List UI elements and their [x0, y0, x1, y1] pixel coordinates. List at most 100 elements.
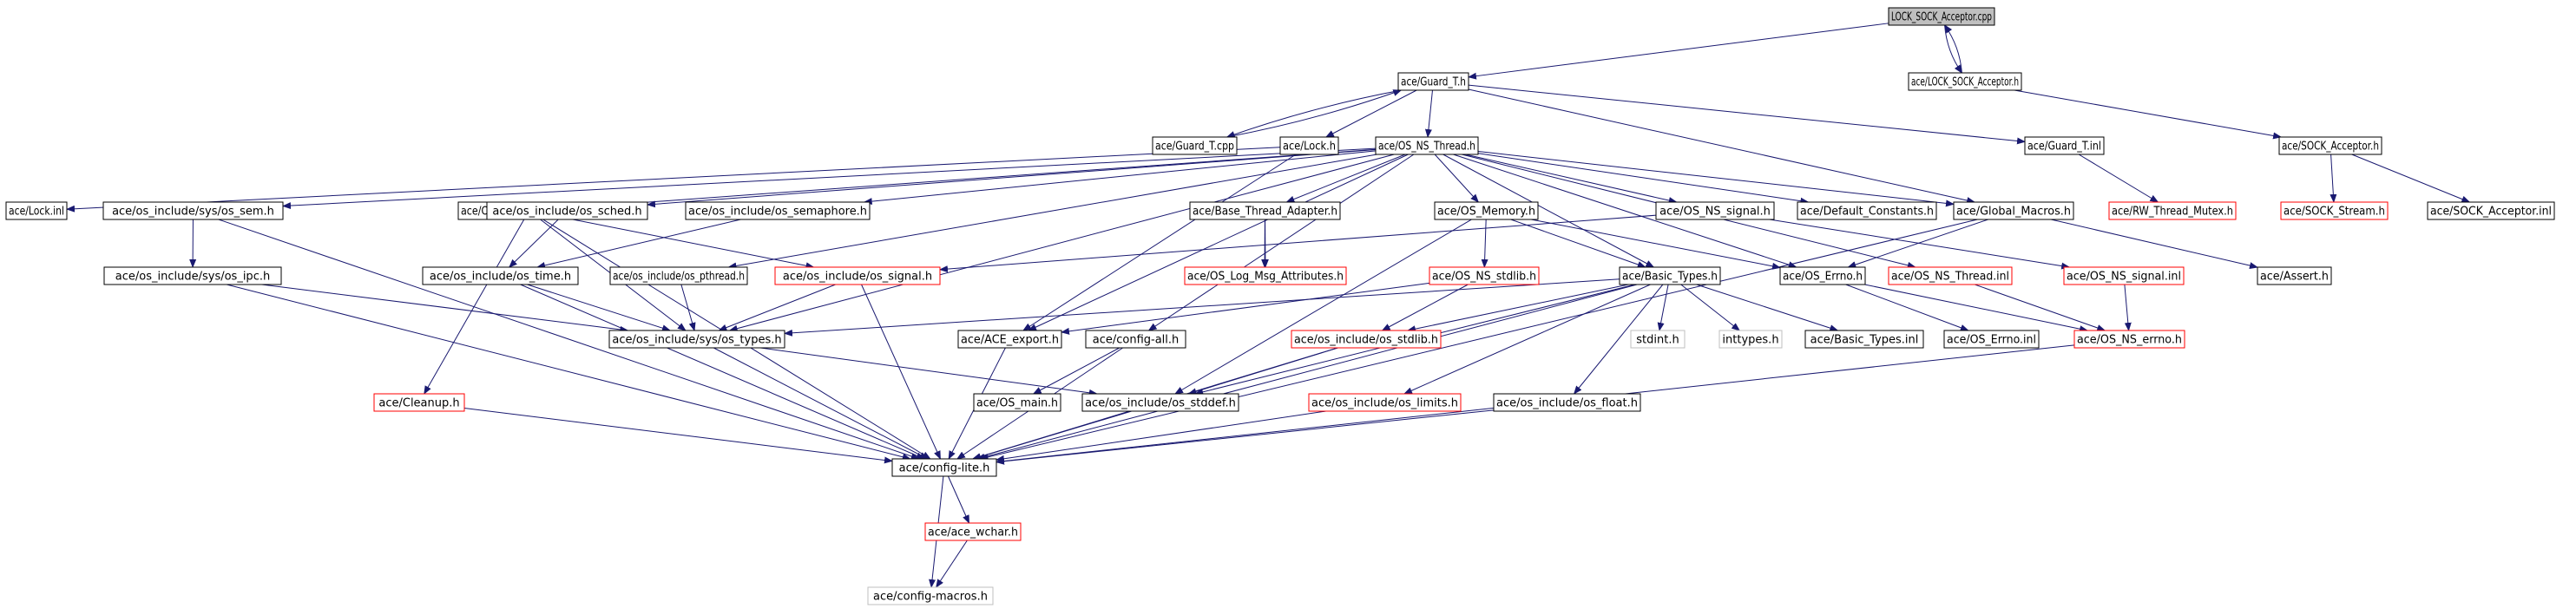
edge-basic_types_h-to-os_float_h [1573, 284, 1664, 395]
node-base-thread-adapter-h[interactable]: ace/Base_Thread_Adapter.h [1189, 201, 1341, 220]
node-box[interactable] [1619, 266, 1721, 285]
node-box[interactable] [5, 201, 68, 220]
node-box[interactable] [608, 330, 785, 349]
node-os-limits-h[interactable]: ace/os_include/os_limits.h [1308, 393, 1462, 412]
node-box[interactable] [973, 393, 1061, 412]
node-box[interactable] [609, 266, 748, 285]
node-os-sched-h[interactable]: ace/os_include/os_sched.h [486, 201, 648, 220]
node-box[interactable] [2257, 266, 2332, 285]
node-box[interactable] [1953, 201, 2074, 220]
node-box[interactable] [1375, 136, 1479, 155]
node-os-ns-thread-inl[interactable]: ace/OS_NS_Thread.inl [1888, 266, 2013, 285]
node-stdint-h[interactable]: stdint.h [1630, 330, 1686, 349]
node-box[interactable] [867, 586, 994, 605]
node-os-stdlib-h[interactable]: ace/os_include/os_stdlib.h [1291, 330, 1442, 349]
node-box[interactable] [2278, 136, 2382, 155]
node-box[interactable] [1779, 266, 1866, 285]
node-sock-stream-h[interactable]: ace/SOCK_Stream.h [2280, 201, 2389, 220]
node-box[interactable] [1630, 330, 1686, 349]
node-basic-types-inl[interactable]: ace/Basic_Types.inl [1804, 330, 1924, 349]
node-box[interactable] [422, 266, 579, 285]
node-guard-t-cpp[interactable]: ace/Guard_T.cpp [1152, 136, 1238, 155]
node-box[interactable] [2024, 136, 2105, 155]
node-os-ns-stdlib-h[interactable]: ace/OS_NS_stdlib.h [1429, 266, 1540, 285]
node-box[interactable] [1943, 330, 2040, 349]
node-box[interactable] [891, 458, 997, 477]
node-box[interactable] [1493, 393, 1641, 412]
node-ace-export-h[interactable]: ace/ACE_export.h [957, 330, 1062, 349]
node-os-memory-h[interactable]: ace/OS_Memory.h [1434, 201, 1539, 220]
node-box[interactable] [1081, 393, 1239, 412]
node-box[interactable] [1429, 266, 1540, 285]
node-box[interactable] [1291, 330, 1442, 349]
node-label: ace/os_include/os_limits.h [1311, 397, 1458, 410]
node-os-types-h[interactable]: ace/os_include/sys/os_types.h [608, 330, 785, 349]
node-sock-acceptor-inl[interactable]: ace/SOCK_Acceptor.inl [2427, 201, 2555, 220]
node-box[interactable] [924, 522, 1022, 541]
node-os-time-h[interactable]: ace/os_include/os_time.h [422, 266, 579, 285]
node-box[interactable] [1184, 266, 1347, 285]
node-box[interactable] [1085, 330, 1186, 349]
node-os-ns-signal-inl[interactable]: ace/OS_NS_signal.inl [2063, 266, 2185, 285]
node-os-signal-h[interactable]: ace/os_include/os_signal.h [774, 266, 941, 285]
node-box[interactable] [373, 393, 465, 412]
node-guard-t-h[interactable]: ace/Guard_T.h [1397, 72, 1469, 91]
node-global-macros-h[interactable]: ace/Global_Macros.h [1953, 201, 2074, 220]
node-config-all-h[interactable]: ace/config-all.h [1085, 330, 1186, 349]
node-os-errno-h[interactable]: ace/OS_Errno.h [1779, 266, 1866, 285]
node-assert-h[interactable]: ace/Assert.h [2257, 266, 2332, 285]
node-box[interactable] [1797, 201, 1937, 220]
node-os-sem-h[interactable]: ace/os_include/sys/os_sem.h [102, 201, 284, 220]
node-box[interactable] [2427, 201, 2555, 220]
node-os-main-h[interactable]: ace/OS_main.h [973, 393, 1061, 412]
node-box[interactable] [1718, 330, 1783, 349]
node-box[interactable] [2280, 201, 2389, 220]
node-os-log-msg-attributes-h[interactable]: ace/OS_Log_Msg_Attributes.h [1184, 266, 1347, 285]
node-lock-h[interactable]: ace/Lock.h [1279, 136, 1339, 155]
node-label: ace/LOCK_SOCK_Acceptor.h [1911, 76, 2019, 89]
node-box[interactable] [1434, 201, 1539, 220]
node-box[interactable] [486, 201, 648, 220]
node-box[interactable] [957, 330, 1062, 349]
node-os-stddef-h[interactable]: ace/os_include/os_stddef.h [1081, 393, 1239, 412]
node-lock-sock-acceptor-h[interactable]: ace/LOCK_SOCK_Acceptor.h [1908, 72, 2022, 91]
node-box[interactable] [2108, 201, 2237, 220]
node-box[interactable] [1189, 201, 1341, 220]
node-rw-thread-mutex-h[interactable]: ace/RW_Thread_Mutex.h [2108, 201, 2237, 220]
node-os-ns-errno-h[interactable]: ace/OS_NS_errno.h [2073, 330, 2185, 349]
node-os-errno-inl[interactable]: ace/OS_Errno.inl [1943, 330, 2040, 349]
node-ace-wchar-h[interactable]: ace/ace_wchar.h [924, 522, 1022, 541]
node-box[interactable] [1908, 72, 2022, 91]
node-box[interactable] [103, 266, 282, 285]
node-box[interactable] [1308, 393, 1462, 412]
node-box[interactable] [1804, 330, 1924, 349]
node-os-ipc-h[interactable]: ace/os_include/sys/os_ipc.h [103, 266, 282, 285]
node-os-pthread-h[interactable]: ace/os_include/os_pthread.h [609, 266, 748, 285]
node-box[interactable] [2063, 266, 2185, 285]
node-sock-acceptor-h[interactable]: ace/SOCK_Acceptor.h [2278, 136, 2382, 155]
node-inttypes-h[interactable]: inttypes.h [1718, 330, 1783, 349]
node-box[interactable] [102, 201, 284, 220]
node-lock-sock-acceptor-cpp[interactable]: LOCK_SOCK_Acceptor.cpp [1888, 7, 1995, 26]
node-default-constants-h[interactable]: ace/Default_Constants.h [1797, 201, 1937, 220]
node-os-ns-thread-h[interactable]: ace/OS_NS_Thread.h [1375, 136, 1479, 155]
node-config-lite-h[interactable]: ace/config-lite.h [891, 458, 997, 477]
node-cleanup-h[interactable]: ace/Cleanup.h [373, 393, 465, 412]
node-os-semaphore-h[interactable]: ace/os_include/os_semaphore.h [685, 201, 871, 220]
node-box[interactable] [2073, 330, 2185, 349]
node-guard-t-inl[interactable]: ace/Guard_T.inl [2024, 136, 2105, 155]
node-box[interactable] [1279, 136, 1339, 155]
node-box[interactable] [1888, 266, 2013, 285]
node-os-ns-signal-h[interactable]: ace/OS_NS_signal.h [1655, 201, 1775, 220]
node-lock-inl[interactable]: ace/Lock.inl [5, 201, 68, 220]
node-box[interactable] [774, 266, 941, 285]
edge-os_ns_signal_inl-to-os_ns_errno_h [2124, 284, 2132, 331]
node-box[interactable] [1152, 136, 1238, 155]
node-box[interactable] [1888, 7, 1995, 26]
node-os-float-h[interactable]: ace/os_include/os_float.h [1493, 393, 1641, 412]
node-basic-types-h[interactable]: ace/Basic_Types.h [1619, 266, 1721, 285]
node-box[interactable] [685, 201, 871, 220]
node-box[interactable] [1655, 201, 1775, 220]
node-box[interactable] [1397, 72, 1469, 91]
node-config-macros-h[interactable]: ace/config-macros.h [867, 586, 994, 605]
